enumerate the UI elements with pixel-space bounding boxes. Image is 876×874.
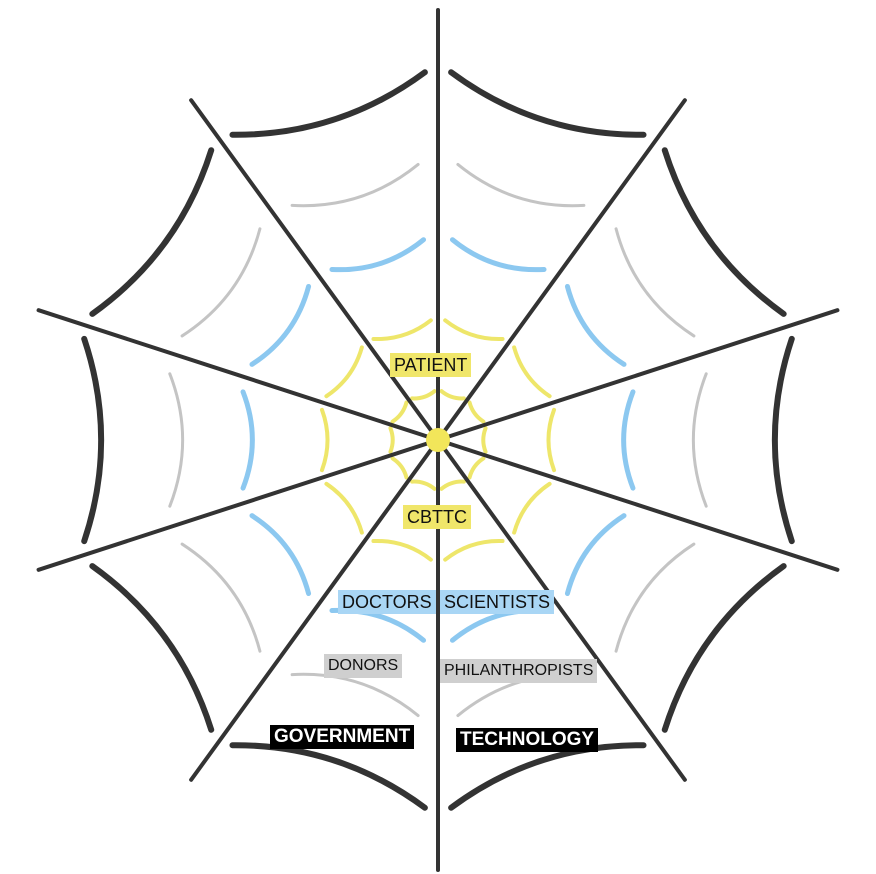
inner-yellow-ring-strand xyxy=(390,400,409,424)
label-cbttc: CBTTC xyxy=(403,505,471,529)
gray-ring-strand xyxy=(290,162,420,208)
web-spoke xyxy=(36,308,440,442)
yellow-ring-strand xyxy=(512,481,552,535)
web-spoke xyxy=(436,438,840,572)
label-doctors: DOCTORS xyxy=(338,590,436,614)
outer-ring-strand xyxy=(89,563,215,733)
yellow-ring-strand xyxy=(443,318,505,341)
gray-ring-strand xyxy=(180,227,262,338)
yellow-ring-strand xyxy=(324,345,364,399)
label-philanthropists: PHILANTHROPISTS xyxy=(440,659,598,683)
label-government: GOVERNMENT xyxy=(270,725,415,749)
blue-ring-strand xyxy=(329,237,427,273)
inner-yellow-ring-strand xyxy=(439,389,466,401)
blue-ring-strand xyxy=(249,283,312,367)
outer-ring-strand xyxy=(448,742,647,811)
web-spoke xyxy=(436,98,687,442)
inner-yellow-ring-strand xyxy=(410,389,437,401)
inner-yellow-ring-strand xyxy=(388,426,395,454)
blue-ring-strand xyxy=(564,283,627,367)
gray-ring-strand xyxy=(180,542,262,653)
inner-yellow-ring-strand xyxy=(410,479,437,491)
web-spoke xyxy=(189,98,440,442)
yellow-ring-strand xyxy=(371,539,433,562)
outer-ring-strand xyxy=(229,742,428,811)
web-spoke xyxy=(436,308,840,442)
gray-ring-strand xyxy=(614,542,696,653)
gray-ring-strand xyxy=(691,372,708,508)
outer-ring-strand xyxy=(771,335,795,545)
yellow-ring-strand xyxy=(371,318,433,341)
label-patient: PATIENT xyxy=(390,353,472,377)
label-donors: DONORS xyxy=(324,654,403,678)
outer-ring-strand xyxy=(89,147,215,317)
inner-yellow-ring-strand xyxy=(467,400,486,424)
outer-ring-strand xyxy=(81,335,105,545)
inner-yellow-ring-strand xyxy=(390,456,409,480)
outer-ring-strand xyxy=(661,147,787,317)
yellow-ring-strand xyxy=(324,481,364,535)
blue-ring-strand xyxy=(329,607,427,643)
blue-ring-strand xyxy=(449,607,547,643)
gray-ring-strand xyxy=(168,372,185,508)
inner-yellow-ring-strand xyxy=(467,456,486,480)
label-technology: TECHNOLOGY xyxy=(456,728,599,752)
label-scientists: SCIENTISTS xyxy=(440,590,555,614)
yellow-ring-strand xyxy=(319,407,330,473)
gray-ring-strand xyxy=(456,162,586,208)
inner-yellow-ring-strand xyxy=(481,426,488,454)
web-spoke xyxy=(436,438,687,782)
blue-ring-strand xyxy=(249,513,312,597)
outer-ring-strand xyxy=(661,563,787,733)
yellow-ring-strand xyxy=(512,345,552,399)
web-spoke xyxy=(36,438,440,572)
blue-ring-strand xyxy=(449,237,547,273)
gray-ring-strand xyxy=(614,227,696,338)
blue-ring-strand xyxy=(240,389,255,491)
blue-ring-strand xyxy=(621,389,636,491)
outer-ring-strand xyxy=(448,69,647,138)
gray-ring-strand xyxy=(290,672,420,718)
yellow-ring-strand xyxy=(546,407,557,473)
center-dot xyxy=(426,428,450,452)
web-spoke xyxy=(189,438,440,782)
inner-yellow-ring-strand xyxy=(439,479,466,491)
outer-ring-strand xyxy=(229,69,428,138)
yellow-ring-strand xyxy=(443,539,505,562)
blue-ring-strand xyxy=(564,513,627,597)
